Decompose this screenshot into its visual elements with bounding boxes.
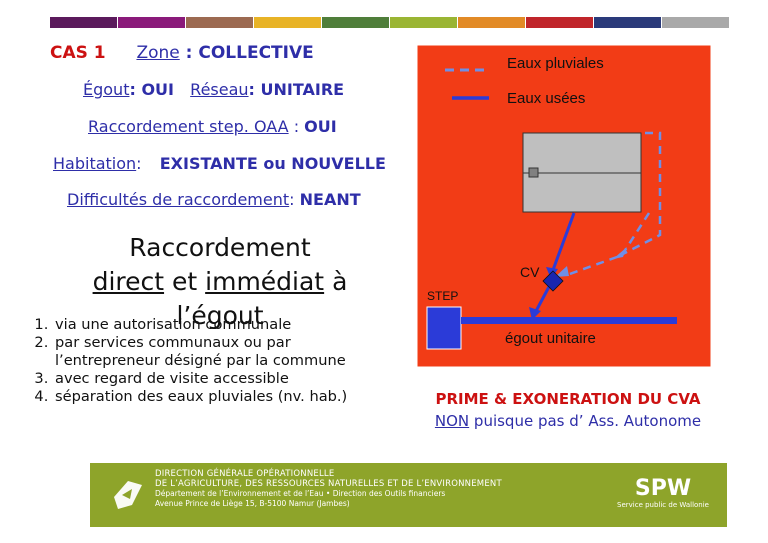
- case-label: CAS 1: [50, 43, 106, 63]
- cv-diamond: [542, 270, 564, 292]
- wallonia-logo-icon: [114, 481, 142, 509]
- cv-label: CV: [520, 264, 540, 280]
- stripe-segment: [254, 17, 321, 28]
- footer-line2: DE L’AGRICULTURE, DES RESSOURCES NATUREL…: [155, 479, 502, 489]
- raccordement-value: OUI: [304, 117, 337, 136]
- egout-value: : OUI: [129, 80, 174, 99]
- habitation-row: Habitation: EXISTANTE ou NOUVELLE: [53, 154, 386, 173]
- zone-label: Zone: [136, 43, 180, 63]
- raccordement-label: Raccordement step. OAA: [88, 117, 289, 136]
- zone-value: COLLECTIVE: [198, 43, 314, 63]
- step-label: STEP: [427, 289, 458, 303]
- steps-list: via une autorisation communale par servi…: [25, 316, 443, 406]
- case-header: CAS 1 Zone : COLLECTIVE: [50, 43, 314, 63]
- non-word: NON: [434, 412, 470, 430]
- stripe-segment: [118, 17, 185, 28]
- stripe-segment: [458, 17, 525, 28]
- legend-pluviales: Eaux pluviales: [507, 55, 604, 72]
- legend-usees: Eaux usées: [507, 90, 585, 107]
- egout-unitaire-pipe: [461, 317, 677, 324]
- house-outlet: [528, 167, 539, 178]
- zone-sep: :: [179, 43, 199, 63]
- raccordement-sep: :: [288, 117, 305, 136]
- stripe-segment: [322, 17, 389, 28]
- stripe-segment: [662, 17, 729, 28]
- rain-arrow-head-2: [555, 266, 569, 277]
- title-line2: direct et immédiat à l’égout: [50, 265, 390, 333]
- habitation-sep: :: [136, 154, 142, 173]
- habitation-label: Habitation: [53, 154, 137, 173]
- raccordement-row: Raccordement step. OAA : OUI: [88, 117, 337, 136]
- rain-to-cv: [566, 255, 618, 277]
- wastewater-pipe: [551, 212, 576, 271]
- stripe-segment: [594, 17, 661, 28]
- spw-word: SPW: [634, 476, 692, 501]
- footer-line3: Département de l’Environnement et de l’E…: [155, 489, 446, 498]
- cv-to-egout-pipe: [533, 282, 553, 314]
- list-item: avec regard de visite accessible: [53, 370, 443, 388]
- stripe-segment: [50, 17, 117, 28]
- egout-arrow-head: [529, 307, 541, 320]
- stripe-segment: [186, 17, 253, 28]
- prime-note: NON puisque pas d’ Ass. Autonome: [413, 412, 723, 430]
- egout-row: Égout: OUI Réseau: UNITAIRE: [83, 80, 344, 99]
- list-item: via une autorisation communale: [53, 316, 443, 334]
- title-mid: et: [164, 267, 206, 296]
- difficultes-sep: :: [289, 190, 295, 209]
- reseau-label: Réseau: [190, 80, 249, 99]
- rainwater-pipe: [616, 131, 662, 259]
- title-end: à l’égout: [176, 267, 348, 330]
- main-title: Raccordement direct et immédiat à l’égou…: [50, 231, 390, 333]
- title-direct: direct: [92, 267, 165, 296]
- egout-label: Égout: [83, 80, 130, 99]
- prime-title: PRIME & EXONERATION DU CVA: [435, 390, 701, 408]
- difficultes-row: Difficultés de raccordement: NEANT: [67, 190, 361, 209]
- non-rest: puisque pas d’ Ass. Autonome: [469, 412, 702, 430]
- title-immediat: immédiat: [205, 267, 325, 296]
- spw-subtitle: Service public de Wallonie: [617, 501, 709, 509]
- footer-line1: DIRECTION GÉNÉRALE OPÉRATIONNELLE: [155, 469, 335, 479]
- list-item: séparation des eaux pluviales (nv. hab.): [53, 388, 443, 406]
- reseau-value: : UNITAIRE: [248, 80, 345, 99]
- footer-text: DIRECTION GÉNÉRALE OPÉRATIONNELLE DE L’A…: [155, 469, 502, 509]
- habitation-value: EXISTANTE ou NOUVELLE: [159, 154, 386, 173]
- title-line1: Raccordement: [129, 233, 311, 262]
- stripe-segment: [526, 17, 593, 28]
- egout-label: égout unitaire: [505, 330, 596, 347]
- footer-banner: DIRECTION GÉNÉRALE OPÉRATIONNELLE DE L’A…: [90, 463, 727, 527]
- list-item: par services communaux ou par l’entrepre…: [53, 334, 355, 370]
- connection-diagram: Eaux pluviales Eaux usées CV STEP égout …: [417, 45, 711, 367]
- step-box: [426, 306, 462, 350]
- footer-line4: Avenue Prince de Liège 15, B-5100 Namur …: [155, 499, 350, 508]
- spw-logo: SPW Service public de Wallonie: [613, 476, 713, 510]
- difficultes-value: NEANT: [299, 190, 361, 209]
- difficultes-label: Difficultés de raccordement: [67, 190, 290, 209]
- stripe-segment: [390, 17, 457, 28]
